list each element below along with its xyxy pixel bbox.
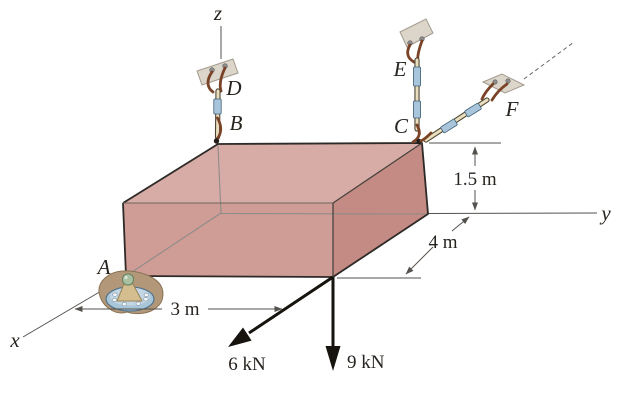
hanger-D	[196, 58, 239, 144]
cable-CF-extension-dashed-line	[523, 41, 575, 80]
hook-upper-left	[206, 70, 215, 94]
turnbuckle-CF-upper	[464, 102, 482, 118]
bolt-hole	[143, 297, 149, 302]
point-label-E: E	[393, 57, 407, 81]
hook-upper-right	[218, 66, 227, 93]
bolt-hole	[111, 297, 118, 302]
dim-4m-upper-leader	[451, 216, 470, 232]
bolt-hole	[143, 292, 149, 297]
support-ball	[121, 273, 135, 286]
plate-top-right-fold-edge	[332, 142, 423, 204]
force-6kN-shaft	[248, 275, 334, 335]
hidden-edge-vertical	[217, 145, 222, 214]
hook-at-C-from-F	[419, 131, 433, 143]
force-6kN: 6 kN	[228, 275, 334, 375]
point-label-F: F	[505, 97, 519, 121]
force-9kN-label: 9 kN	[347, 352, 385, 373]
point-label-C: C	[394, 114, 409, 138]
dim-4m-label: 4 m	[428, 232, 457, 253]
hanger-F	[419, 41, 575, 143]
turnbuckle-CE-upper	[412, 66, 421, 87]
x-axis-label: x	[9, 328, 20, 352]
y-axis-line	[427, 212, 598, 214]
rectangular-plate	[122, 142, 429, 278]
ball-highlight	[124, 275, 128, 280]
dim-3m-label: 3 m	[170, 299, 199, 320]
hook-upper-right	[490, 82, 509, 102]
point-label-A: A	[96, 255, 111, 279]
hook-upper-left	[480, 82, 495, 101]
labels: z x y A B C D E F	[9, 1, 611, 352]
eyelet-B	[213, 138, 220, 144]
bolt-hole	[112, 292, 118, 297]
hidden-edge-bottom-back	[220, 212, 429, 215]
plate-bolt	[505, 78, 511, 84]
point-label-D: D	[225, 76, 241, 100]
plate-right-face	[333, 143, 428, 277]
turnbuckle-CE-lower	[412, 100, 421, 119]
force-9kN: 9 kN	[325, 277, 385, 373]
y-axis-label: y	[599, 201, 611, 225]
hook-at-C	[411, 123, 421, 144]
turnbuckle-BD	[213, 98, 222, 115]
force-9kN-arrowhead	[325, 346, 341, 371]
point-label-B: B	[230, 111, 243, 135]
dim-4m-lower-leader	[405, 246, 434, 275]
z-axis-label: z	[213, 1, 222, 25]
support-cone	[116, 283, 143, 302]
dimension-1-5m: 1.5 m	[429, 142, 501, 211]
ceiling-plate-F	[481, 73, 526, 94]
ceiling-plate-E	[399, 18, 434, 48]
plate-top-face	[123, 143, 422, 203]
ball-socket-support	[98, 270, 164, 315]
hook-upper-left	[406, 43, 416, 64]
bolt-hole	[135, 301, 141, 306]
dim-1-5m-label: 1.5 m	[453, 169, 497, 190]
dimension-4m: 4 m	[337, 216, 470, 279]
force-6kN-arrowhead	[228, 327, 252, 347]
turnbuckle-CF-lower	[440, 118, 458, 134]
force-6kN-label: 6 kN	[228, 354, 266, 375]
hidden-edge-to-A	[125, 212, 222, 277]
hanger-E	[399, 18, 434, 145]
bolt-hole	[121, 302, 127, 307]
plate-left-face	[123, 203, 333, 277]
dimension-3m: 3 m	[74, 299, 283, 320]
